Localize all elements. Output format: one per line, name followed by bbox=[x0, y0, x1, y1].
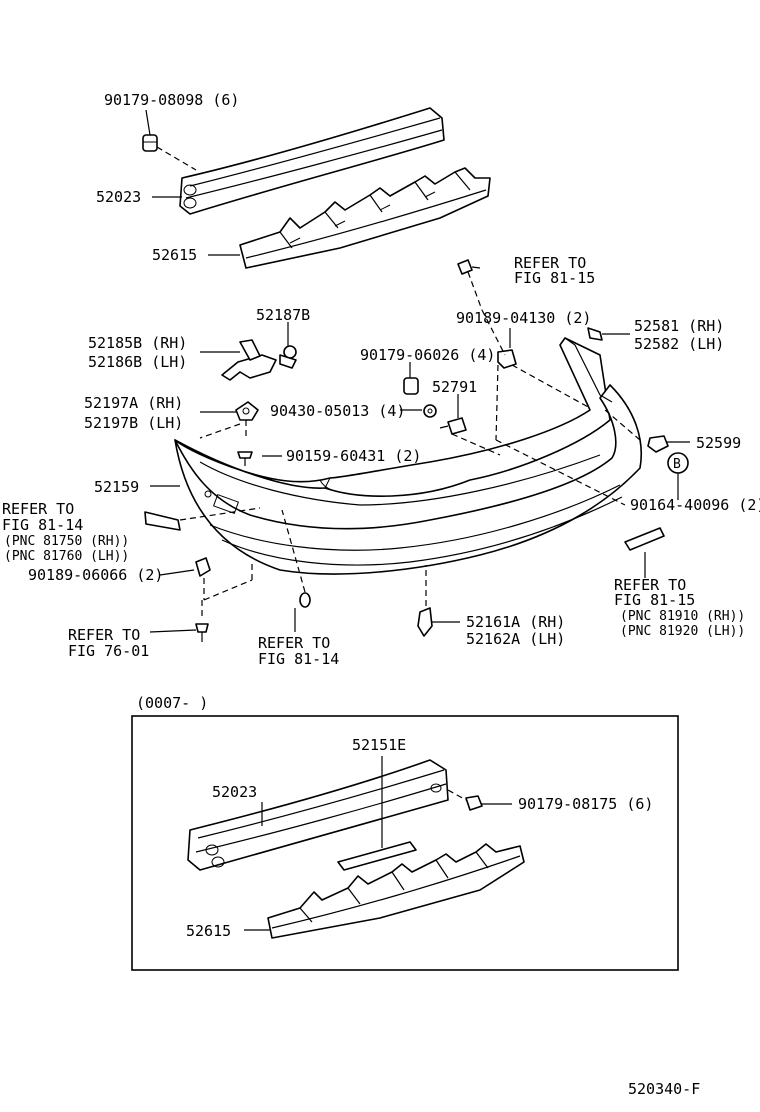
label-refer-81-15-b-line1: REFER TO bbox=[614, 576, 686, 594]
label-refer-81-14-b-line2: FIG 81-14 bbox=[258, 650, 339, 668]
label-52161A: 52161A (RH) bbox=[466, 613, 565, 631]
nut-90179-06026 bbox=[403, 377, 419, 395]
reinforcement-52023-inset bbox=[187, 759, 449, 871]
label-90179-08175: 90179-08175 (6) bbox=[518, 795, 653, 813]
label-refer-81-14-a-line1: REFER TO bbox=[2, 500, 74, 518]
label-52197A: 52197A (RH) bbox=[84, 394, 183, 412]
grommet-52599 bbox=[647, 435, 669, 453]
label-90159-60431: 90159-60431 (2) bbox=[286, 447, 421, 465]
label-52197B: 52197B (LH) bbox=[84, 414, 183, 432]
bolt-refer-76-01 bbox=[195, 623, 209, 642]
label-refer-81-14-b-line1: REFER TO bbox=[258, 634, 330, 652]
label-refer-81-15-b-line2: FIG 81-15 bbox=[614, 591, 695, 609]
clip-90189-04130 bbox=[497, 349, 517, 369]
label-52615-top: 52615 bbox=[152, 246, 197, 264]
label-inset-header: (0007- ) bbox=[136, 694, 208, 712]
label-52599: 52599 bbox=[696, 434, 741, 452]
grommet-refer-81-14 bbox=[299, 592, 311, 608]
label-52162A: 52162A (LH) bbox=[466, 630, 565, 648]
label-52023-inset: 52023 bbox=[212, 783, 257, 801]
washer-90430-05013 bbox=[423, 404, 437, 418]
label-52581: 52581 (RH) bbox=[634, 317, 724, 335]
energy-absorber-52615-top bbox=[239, 167, 491, 269]
label-refer-81-15-a-line2: FIG 81-15 bbox=[514, 269, 595, 287]
label-52151E: 52151E bbox=[352, 736, 406, 754]
label-refer-81-15-b-line4: (PNC 81920 (LH)) bbox=[620, 624, 745, 639]
label-90179-08098: 90179-08098 (6) bbox=[104, 91, 239, 109]
nut-90179-08175 bbox=[465, 795, 483, 811]
label-refer-81-15-b-line3: (PNC 81910 (RH)) bbox=[620, 609, 745, 624]
label-52185B: 52185B (RH) bbox=[88, 334, 187, 352]
label-refer-76-01-line2: FIG 76-01 bbox=[68, 642, 149, 660]
label-90179-06026: 90179-06026 (4) bbox=[360, 346, 495, 364]
figure-code: 520340-F bbox=[628, 1080, 700, 1098]
bolt-52791 bbox=[439, 417, 467, 435]
label-52615-inset: 52615 bbox=[186, 922, 231, 940]
clip-90189-06066 bbox=[195, 557, 211, 577]
label-90189-06066: 90189-06066 (2) bbox=[28, 566, 163, 584]
label-52187B: 52187B bbox=[256, 306, 310, 324]
reinforcement-52023-top bbox=[179, 107, 445, 215]
label-refer-81-15-a-line1: REFER TO bbox=[514, 254, 586, 272]
bumper-cover-52159 bbox=[174, 337, 642, 575]
fastener-refer-81-15-top bbox=[457, 259, 481, 275]
inset-box bbox=[131, 715, 679, 971]
retainer-52581 bbox=[587, 327, 603, 341]
label-90189-04130: 90189-04130 (2) bbox=[456, 309, 591, 327]
label-90164-40096: 90164-40096 (2) bbox=[630, 496, 760, 514]
label-52791: 52791 bbox=[432, 378, 477, 396]
label-refer-81-14-a-line3: (PNC 81750 (RH)) bbox=[4, 534, 129, 549]
clip-52187B bbox=[279, 345, 297, 369]
bracket-52185B bbox=[221, 339, 277, 381]
bar-52151E bbox=[337, 841, 417, 871]
label-52186B: 52186B (LH) bbox=[88, 353, 187, 371]
label-refer-81-14-a-line2: FIG 81-14 bbox=[2, 516, 83, 534]
clip-52161A bbox=[417, 607, 433, 637]
label-52023-top: 52023 bbox=[96, 188, 141, 206]
label-52159: 52159 bbox=[94, 478, 139, 496]
circle-b-letter: B bbox=[673, 457, 681, 472]
label-refer-76-01-line1: REFER TO bbox=[68, 626, 140, 644]
screw-90159-60431 bbox=[237, 451, 253, 466]
label-refer-81-14-a-line4: (PNC 81760 (LH)) bbox=[4, 549, 129, 564]
reflector-lh-81-14 bbox=[144, 511, 181, 531]
label-90430-05013: 90430-05013 (4) bbox=[270, 402, 405, 420]
energy-absorber-52615-inset bbox=[267, 843, 525, 939]
reflector-rh-81-15 bbox=[624, 527, 665, 551]
circle-callout-b: B bbox=[667, 452, 689, 474]
bracket-52197A bbox=[235, 401, 259, 421]
nut-90179-08098 bbox=[142, 134, 158, 152]
label-52582: 52582 (LH) bbox=[634, 335, 724, 353]
